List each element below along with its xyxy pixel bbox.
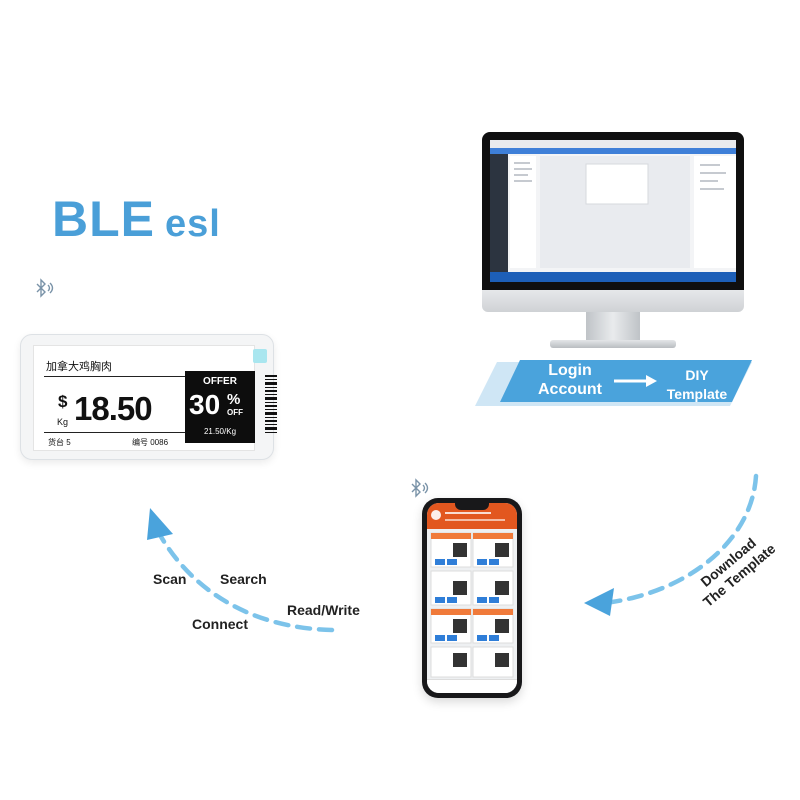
- diy-line1: DIY: [685, 367, 709, 383]
- login-line2: Account: [538, 381, 602, 398]
- app-bottom-nav: [427, 679, 517, 693]
- esl-price: 18.50: [74, 390, 153, 427]
- monitor: [482, 132, 744, 290]
- login-line1: Login: [548, 362, 592, 379]
- scan-arrow-head: [147, 508, 173, 540]
- step-scan: Scan: [153, 571, 187, 587]
- smartphone: [422, 498, 522, 698]
- monitor-stand: [586, 312, 640, 342]
- esl-currency: $: [58, 392, 68, 411]
- esl-divider: [44, 432, 192, 433]
- mobile-app-screenshot: [430, 510, 514, 678]
- step-connect: Connect: [192, 616, 248, 632]
- phone-screen: [427, 503, 517, 693]
- esl-unit: Kg: [57, 417, 69, 427]
- esl-offer-label: OFFER: [203, 376, 237, 387]
- phone-notch: [455, 503, 489, 510]
- monitor-screen: [490, 140, 736, 282]
- esl-led-indicator: [253, 349, 267, 363]
- download-arrow-head: [584, 588, 614, 616]
- desktop-app-screenshot: [490, 140, 736, 282]
- esl-tag: 加拿大鸡胸肉 $ Kg 18.50 货台 5 编号 0086 OFFER 30 …: [20, 334, 277, 460]
- esl-unit-price: 21.50/Kg: [203, 427, 237, 436]
- esl-code: 编号 0086: [132, 438, 169, 447]
- title-sub: esl: [165, 203, 221, 245]
- bluetooth-icon: [36, 278, 54, 298]
- step-read-write: Read/Write: [287, 602, 360, 618]
- login-account-label: Login Account: [530, 361, 610, 399]
- esl-position: 货台 5: [48, 438, 71, 447]
- monitor-chin: [482, 290, 744, 312]
- arrow-right-icon-head: [646, 375, 657, 387]
- monitor-base: [550, 340, 676, 348]
- diy-template-label: DIY Template: [652, 366, 742, 404]
- step-search: Search: [220, 571, 267, 587]
- barcode-icon: [265, 375, 277, 433]
- esl-product-name: 加拿大鸡胸肉: [46, 361, 112, 373]
- esl-offer-box: OFFER 30 % OFF 21.50/Kg: [185, 371, 255, 443]
- scan-arrow-path: [157, 532, 335, 633]
- download-arrow-path: [609, 473, 759, 605]
- esl-offer-value: 30: [189, 389, 221, 420]
- title-main: BLE: [52, 191, 155, 247]
- bluetooth-icon: [411, 478, 429, 498]
- diy-line2: Template: [666, 386, 728, 402]
- esl-offer-percent: %: [227, 391, 241, 408]
- esl-offer-off: OFF: [227, 408, 243, 417]
- esl-divider: [44, 376, 192, 377]
